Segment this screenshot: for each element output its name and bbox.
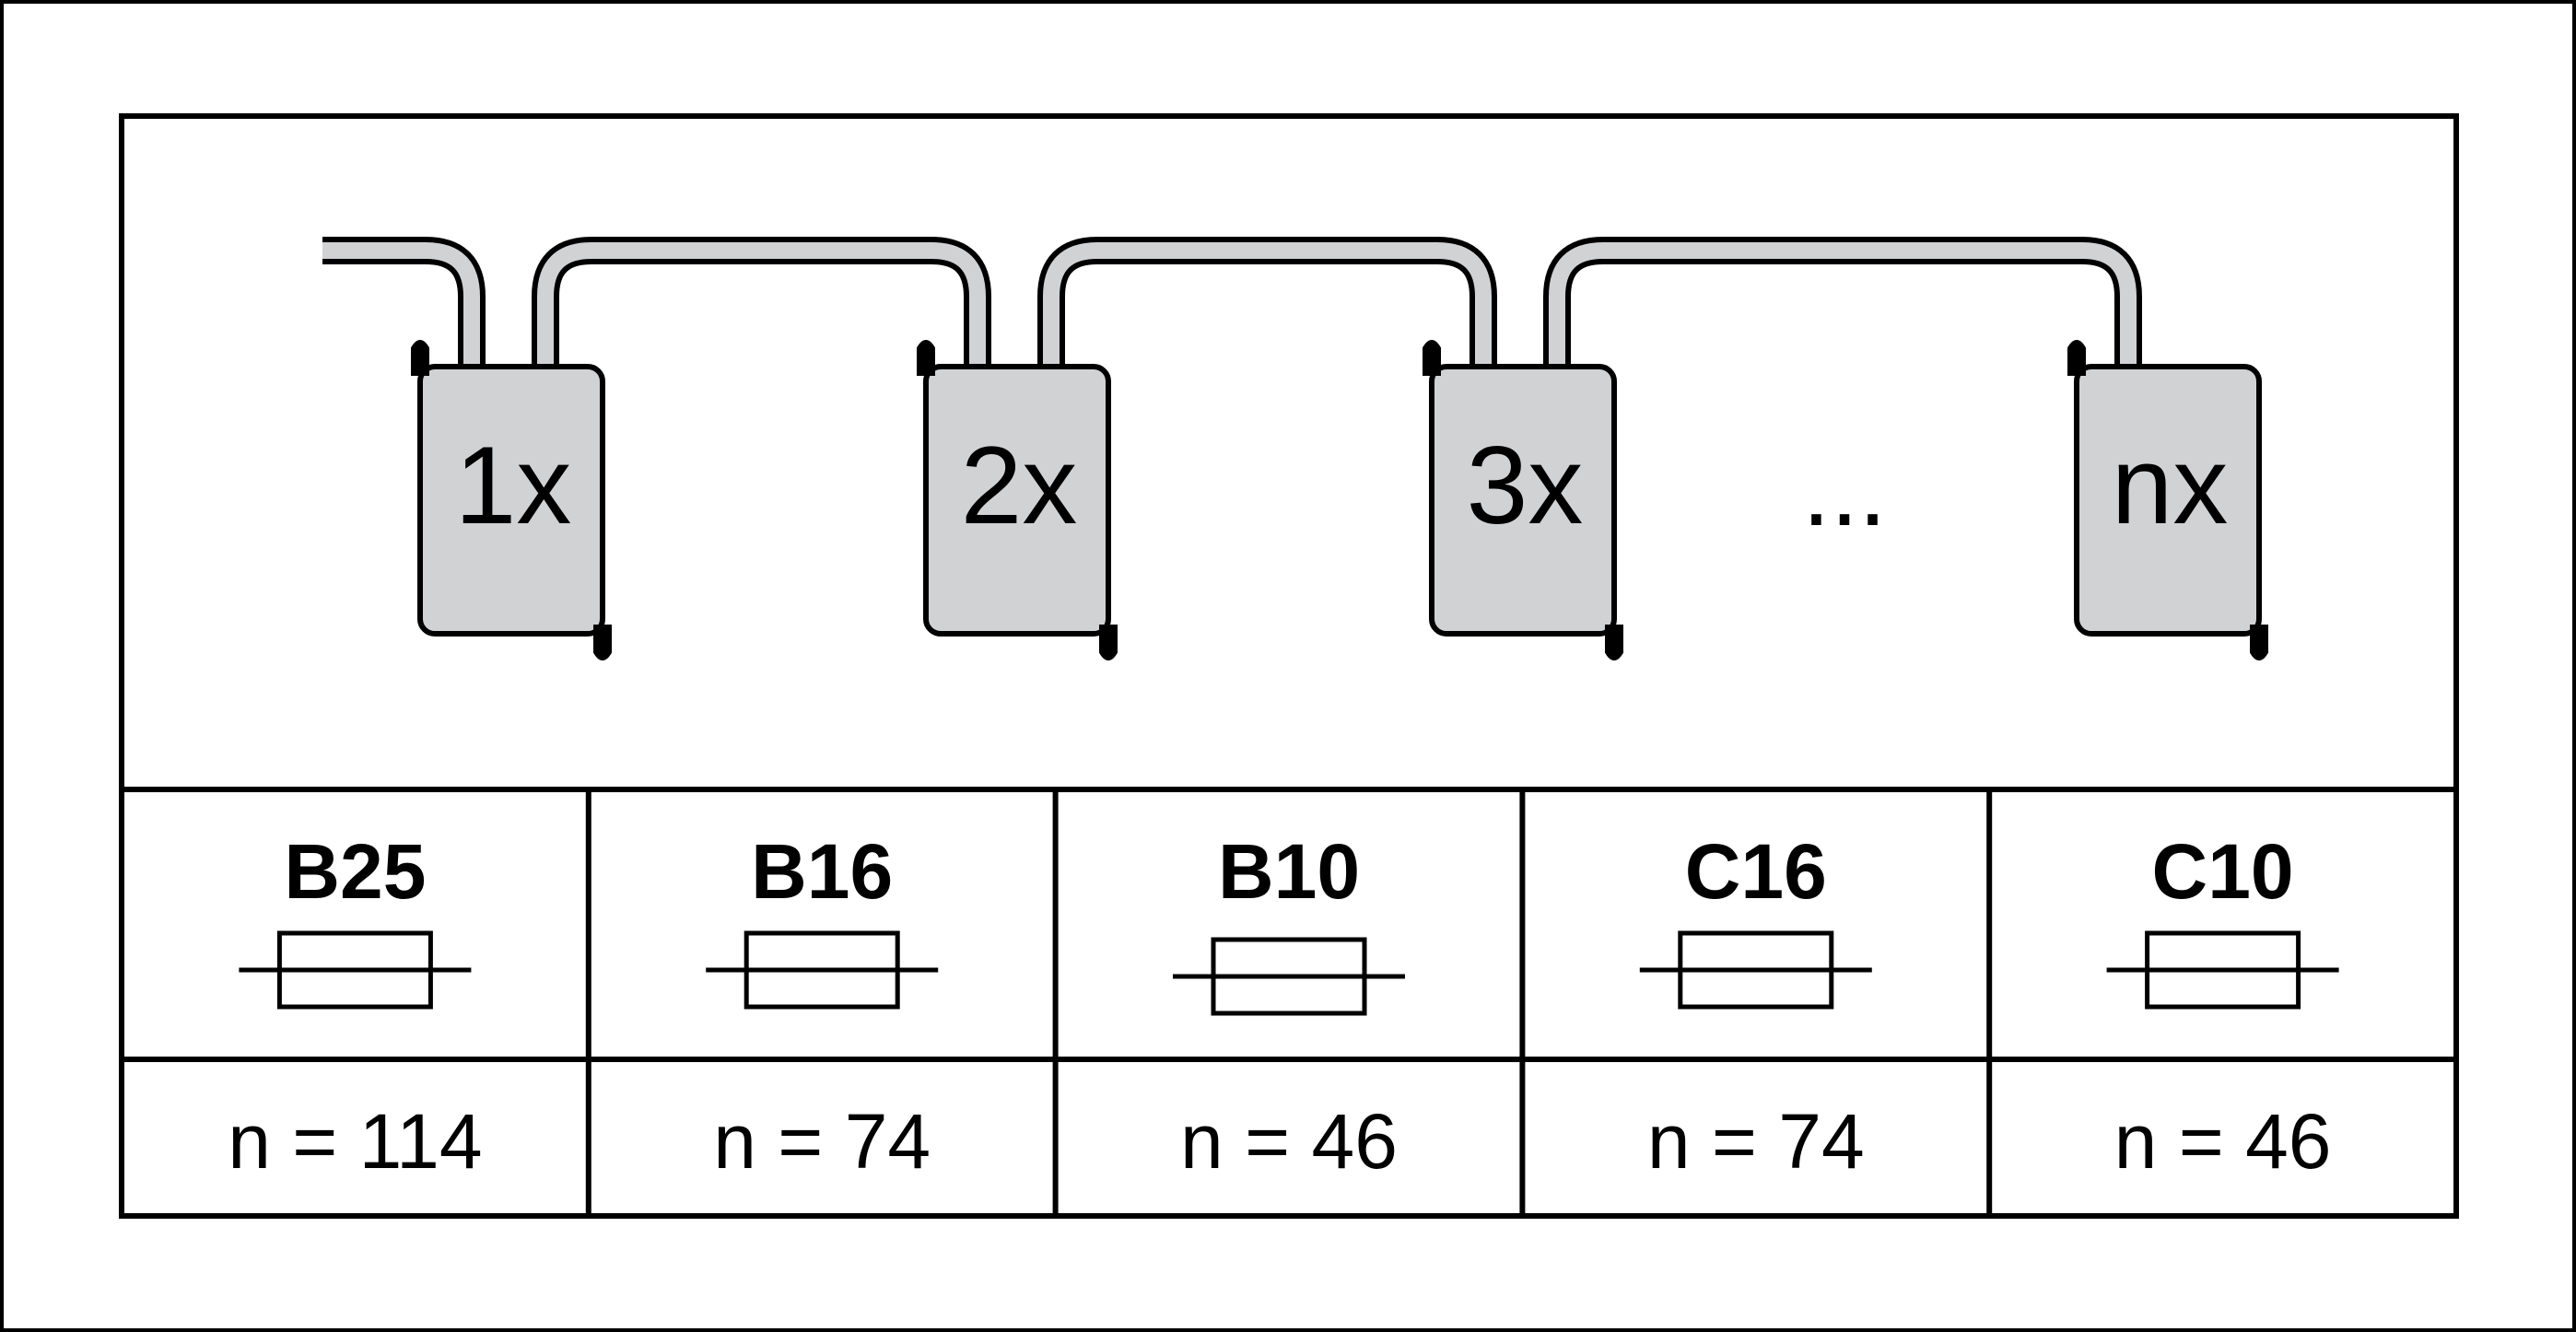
mount-tab <box>2067 340 2086 376</box>
breaker-table: B25 n = 114 B16 n = 74 B10 n = 46 C16 n … <box>228 828 2339 1185</box>
mount-tab <box>411 340 429 376</box>
breaker-label: B16 <box>751 828 893 915</box>
count-label: n = 46 <box>1180 1098 1398 1185</box>
fuse-icon <box>1639 930 1872 1010</box>
module-body <box>2074 364 2262 637</box>
table-column-dividers <box>585 789 1993 1216</box>
breaker-label: C16 <box>1685 828 1827 915</box>
fuse-icon <box>1173 937 1405 1016</box>
ellipsis-label: ... <box>1802 434 1887 547</box>
cable-feed-core <box>322 242 480 368</box>
breaker-label: C10 <box>2152 828 2294 915</box>
cable-link <box>1037 237 1497 368</box>
diagram-frame <box>119 113 2459 1219</box>
mount-tab <box>1099 625 1118 660</box>
count-label: n = 74 <box>1647 1098 1865 1185</box>
table-column-b10: B10 n = 46 <box>1173 828 1405 1185</box>
cable-feed <box>322 237 486 368</box>
cable-run <box>322 237 2142 368</box>
count-label: n = 74 <box>713 1098 931 1185</box>
module-n: nx <box>2067 340 2268 660</box>
module-label: 3x <box>1467 424 1584 547</box>
module-2: 2x <box>917 340 1118 660</box>
cable-link <box>1543 237 2142 368</box>
module-body <box>923 364 1111 637</box>
modules: 1x 2x 3x nx <box>411 340 2268 660</box>
module-body <box>1429 364 1617 637</box>
module-3: 3x <box>1423 340 1623 660</box>
table-column-c16: C16 n = 74 <box>1639 828 1872 1185</box>
module-body <box>417 364 605 637</box>
mount-tab <box>2250 625 2268 660</box>
module-label: nx <box>2112 424 2229 547</box>
mount-tab <box>593 625 612 660</box>
table-column-b16: B16 n = 74 <box>706 828 939 1185</box>
cable-link-core <box>1549 242 2137 368</box>
fuse-icon <box>706 930 939 1010</box>
fuse-icon <box>239 930 472 1010</box>
module-label: 2x <box>961 424 1078 547</box>
count-label: n = 46 <box>2114 1098 2332 1185</box>
table-column-c10: C10 n = 46 <box>2106 828 2339 1185</box>
mount-tab <box>1605 625 1623 660</box>
cable-link-core <box>1043 242 1492 368</box>
count-label: n = 114 <box>228 1098 482 1185</box>
mount-tab <box>1423 340 1441 376</box>
cable-link <box>532 237 991 368</box>
fuse-icon <box>2106 930 2339 1010</box>
table-column-b25: B25 n = 114 <box>228 828 482 1185</box>
module-label: 1x <box>455 424 572 547</box>
breaker-label: B25 <box>284 828 426 915</box>
cable-link-core <box>537 242 986 368</box>
module-1: 1x <box>411 340 612 660</box>
mount-tab <box>917 340 935 376</box>
breaker-label: B10 <box>1218 828 1360 915</box>
